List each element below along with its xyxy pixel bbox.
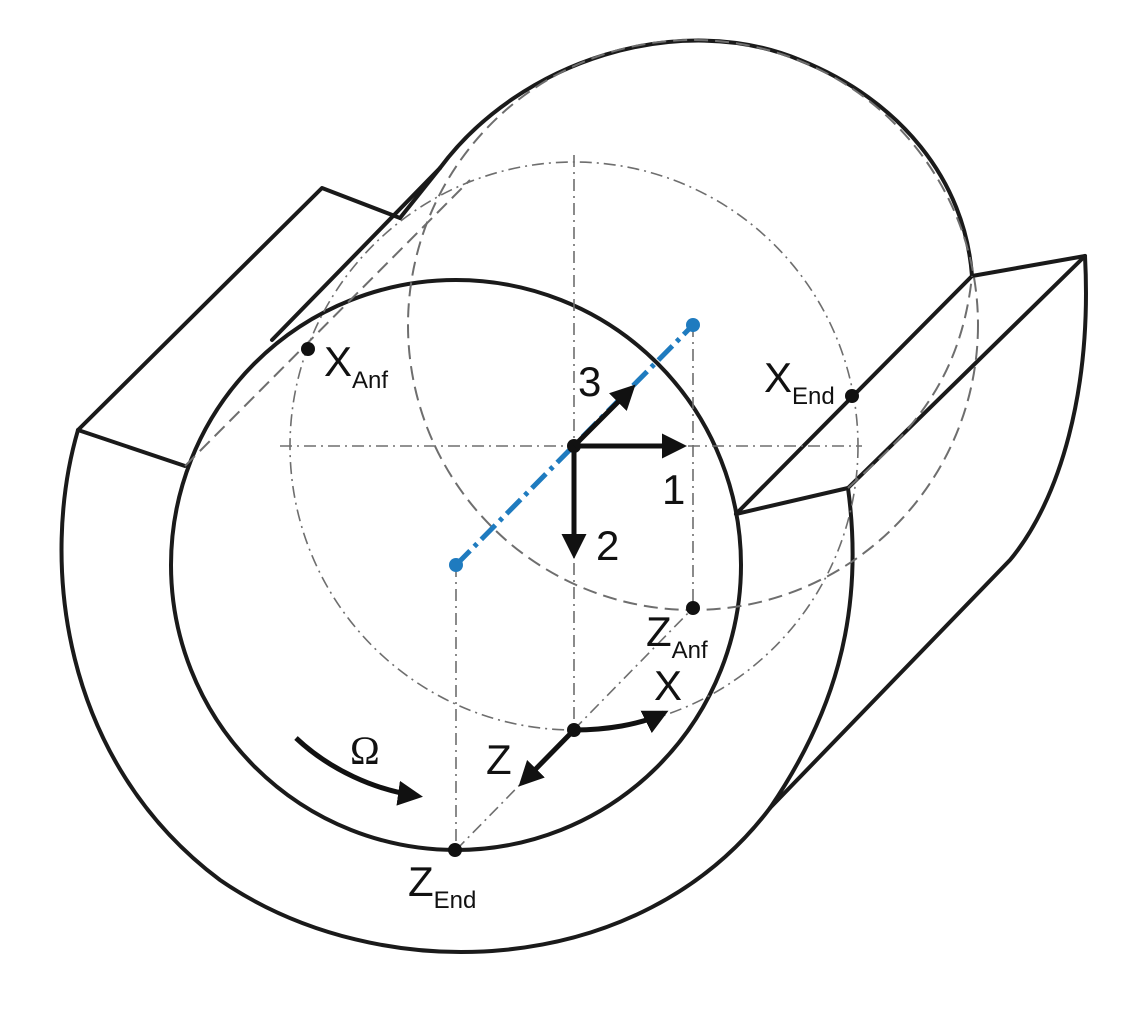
z-direction-label: Z bbox=[486, 736, 512, 783]
rotation-axis-back-point bbox=[686, 318, 700, 332]
omega-label: Ω bbox=[350, 728, 380, 773]
housing-left-face-diagonal bbox=[76, 428, 187, 468]
x-direction-label: X bbox=[654, 662, 682, 709]
back-cylinder-top-arc bbox=[438, 38, 974, 278]
axis-3-label: 3 bbox=[578, 358, 601, 405]
coordinate-system bbox=[294, 384, 687, 806]
housing-right-lower-side bbox=[768, 486, 855, 810]
hidden-tangent-right bbox=[847, 275, 973, 489]
housing-lower-right-edge bbox=[768, 254, 1088, 810]
housing-front-outer-arc bbox=[59, 428, 772, 954]
construction-lines bbox=[184, 39, 979, 851]
axis-3-arrow bbox=[572, 384, 636, 448]
z-end-label: ZEnd bbox=[408, 858, 476, 914]
omega-rotation-arrow bbox=[294, 736, 423, 806]
rotation-axis-front-point bbox=[449, 558, 463, 572]
hidden-tangent-left bbox=[184, 179, 471, 467]
z-anf-label: ZAnf bbox=[646, 608, 708, 664]
reference-points bbox=[301, 342, 859, 857]
z-direction-arrow bbox=[518, 728, 576, 787]
housing-right-notch bbox=[734, 486, 850, 516]
x-end-label: XEnd bbox=[764, 354, 835, 410]
axis-1-label: 1 bbox=[662, 466, 685, 513]
housing-right-face-outer bbox=[846, 254, 1087, 490]
x-anf-label: XAnf bbox=[324, 338, 388, 394]
rotation-axis bbox=[454, 323, 695, 567]
back-to-front-tangent bbox=[270, 166, 442, 342]
x-direction-arrow bbox=[573, 710, 669, 734]
x-anf-point bbox=[301, 342, 315, 356]
housing-top-left-face bbox=[76, 186, 402, 432]
x-end-point bbox=[845, 389, 859, 403]
z-end-point bbox=[448, 843, 462, 857]
axis-2-label: 2 bbox=[596, 522, 619, 569]
labels: XAnf XEnd ZAnf ZEnd 3 1 2 X Z Ω bbox=[324, 338, 835, 914]
housing-right-top-edge bbox=[970, 254, 1087, 278]
z-anf-point bbox=[686, 601, 700, 615]
